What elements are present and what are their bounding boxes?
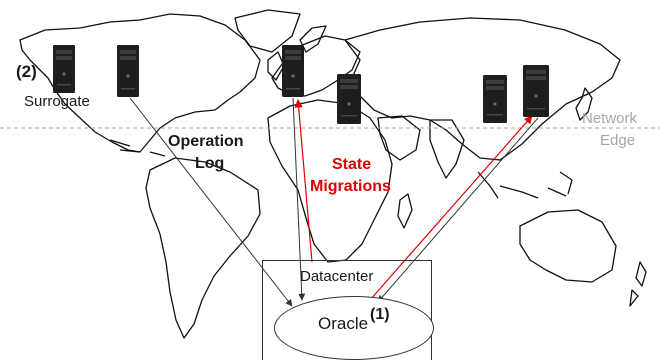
scandinavia-outline (299, 25, 327, 53)
migration-arrow-to-europe (294, 99, 313, 263)
greenland-outline (234, 9, 301, 53)
state-migrations-label-line1: State (332, 156, 372, 173)
arabia-outline (377, 115, 421, 161)
oplog-arrow-europe (292, 97, 306, 301)
caribbean-outline (109, 139, 166, 157)
uk-outline (267, 51, 285, 81)
datacenter-label: Datacenter (300, 268, 374, 285)
tower-server-icon (523, 65, 549, 117)
tower-server-icon (483, 75, 507, 123)
oplog-arrow-asia (377, 117, 539, 303)
south-america-outline (145, 157, 261, 339)
operation-log-label-line1: Operation (168, 133, 244, 150)
state-migrations-label-line2: Migrations (310, 178, 391, 195)
asia-outline (344, 17, 621, 161)
oplog-arrow-surrogate (129, 97, 293, 307)
surrogate-label: Surrogate (24, 93, 90, 110)
network-edge-label-line2: Edge (600, 132, 636, 149)
sea-islands-outline (477, 171, 573, 199)
tower-server-icon (117, 45, 139, 97)
datacenter-box (262, 260, 432, 360)
japan-outline (575, 87, 593, 121)
operation-log-label-line2: Log (195, 155, 225, 172)
oracle-label: Oracle (318, 314, 369, 333)
new-zealand-outline (629, 261, 647, 307)
oracle-node (274, 296, 434, 360)
madagascar-outline (397, 193, 413, 229)
australia-outline (519, 209, 617, 283)
tower-server-icon (337, 74, 361, 124)
tower-server-icon (282, 45, 304, 97)
network-edge-label-line1: Network (582, 110, 638, 127)
oracle-marker: (1) (370, 306, 390, 323)
migration-arrow-to-asia (369, 115, 533, 301)
india-outline (429, 119, 465, 179)
surrogate-marker: (2) (16, 62, 37, 81)
tower-server-icon (53, 45, 75, 93)
